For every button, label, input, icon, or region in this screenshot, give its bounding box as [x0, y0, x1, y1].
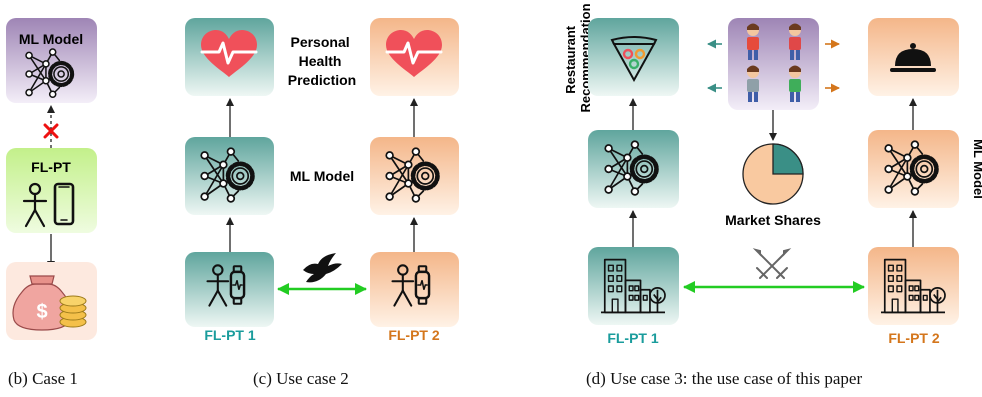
svg-text:$: $ [36, 301, 47, 323]
case2-fl-pt-1-box [185, 252, 274, 327]
dove-icon [303, 253, 342, 283]
case3-fl-pt-2-label: FL-PT 2 [888, 330, 940, 346]
money-bag-coins-icon: $ [12, 275, 87, 331]
case2-fl-pt-2-label: FL-PT 2 [388, 327, 440, 343]
case3-recommendation-box-1 [588, 18, 679, 96]
case2-panel: Personal Health Prediction ML Model FL-P… [185, 18, 459, 388]
case3-caption: (d) Use case 3: the use case of this pap… [586, 369, 862, 388]
case1-ml-model-label: ML Model [19, 31, 83, 47]
case1-caption: (b) Case 1 [8, 369, 78, 388]
market-shares-label: Market Shares [725, 212, 821, 228]
case3-customers-box [728, 18, 819, 110]
person-phone-icon [22, 182, 75, 228]
case2-fl-pt-1-label: FL-PT 1 [204, 327, 256, 343]
case1-panel: ML Model FL-PT $ [6, 18, 97, 388]
case3-ml-model-label: ML Model [971, 139, 982, 199]
crossed-swords-icon [752, 248, 792, 279]
pie-slice-fl-pt-1 [772, 143, 804, 175]
case1-fl-pt-label: FL-PT [31, 159, 71, 175]
case3-panel: Restaurant Recommendation [563, 3, 982, 388]
case2-prediction-label: Personal Health Prediction [288, 34, 356, 88]
pizza-icon [610, 36, 658, 83]
case2-caption: (c) Use case 2 [253, 369, 349, 388]
case2-ml-model-label: ML Model [290, 168, 354, 184]
market-share-pie [742, 143, 804, 205]
food-cloche-icon [890, 43, 936, 72]
case1-ml-model-box [6, 18, 97, 103]
cross-icon [43, 123, 59, 139]
case3-fl-pt-1-label: FL-PT 1 [607, 330, 659, 346]
case2-fl-pt-2-box [370, 252, 459, 327]
